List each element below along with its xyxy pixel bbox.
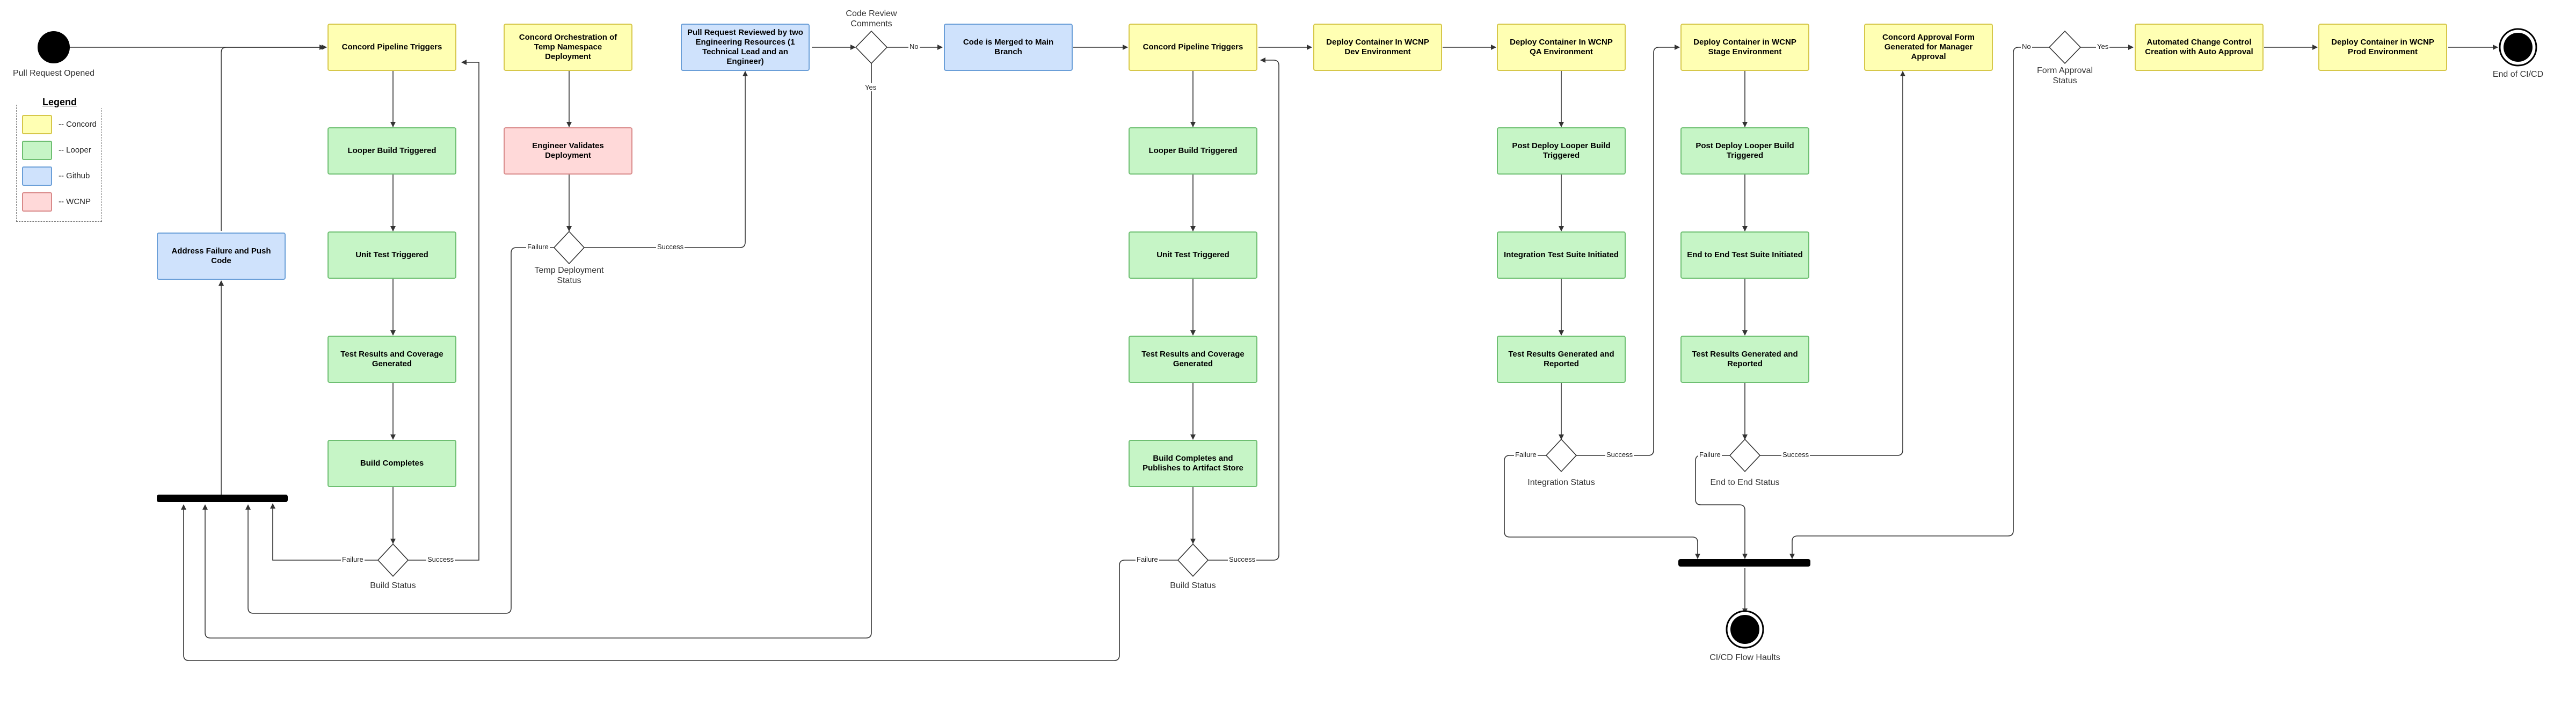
node-post-deploy-qa: Post Deploy Looper Build Triggered	[1497, 127, 1626, 175]
edge-review-yes-to-bar	[202, 63, 872, 639]
legend-item-wcnp: -- WCNP	[22, 192, 103, 212]
node-validate-deployment: Engineer Validates Deployment	[504, 127, 632, 175]
edge-decision5-failure-to-halt-bar	[1695, 455, 1748, 559]
legend-swatch-wcnp	[22, 192, 52, 212]
edge-decision3-success-to-concord2	[1208, 57, 1279, 561]
node-unit-test-2: Unit Test Triggered	[1129, 231, 1257, 279]
node-test-results-2: Test Results and Coverage Generated	[1129, 336, 1257, 383]
edge-label-success: Success	[1228, 555, 1257, 563]
legend-label: -- Github	[59, 171, 90, 180]
edge-label-yes: Yes	[864, 83, 878, 91]
end-label: End of CI/CD	[2492, 70, 2544, 79]
halt-label: CI/CD Flow Haults	[1709, 653, 1780, 662]
node-pr-review: Pull Request Reviewed by two Engineering…	[681, 24, 810, 71]
node-concord-triggers-2: Concord Pipeline Triggers	[1129, 24, 1257, 71]
node-test-results-1: Test Results and Coverage Generated	[328, 336, 456, 383]
decision-code-review	[855, 30, 888, 64]
legend-item-looper: -- Looper	[22, 141, 103, 160]
legend: Legend -- Concord -- Looper -- Github --…	[16, 97, 103, 222]
node-deploy-qa: Deploy Container In WCNP QA Environment	[1497, 24, 1626, 71]
edge-label-failure: Failure	[1136, 555, 1159, 563]
node-test-reported-qa: Test Results Generated and Reported	[1497, 336, 1626, 383]
legend-item-concord: -- Concord	[22, 115, 103, 134]
edge-label-failure: Failure	[1698, 451, 1722, 459]
edge-decision2-success-to-pr	[584, 71, 748, 248]
edge-decision4-success-to-stage	[1576, 45, 1680, 456]
decision-form-approval	[2048, 30, 2082, 64]
legend-swatch-looper	[22, 141, 52, 160]
decision-e2e-status	[1729, 438, 1761, 473]
start-node	[38, 31, 70, 63]
decision-build-status-1	[377, 543, 409, 577]
node-deploy-prod: Deploy Container in WCNP Prod Environmen…	[2318, 24, 2447, 71]
decision-label-temp-deploy: Temp Deployment Status	[534, 266, 604, 285]
edge-label-yes: Yes	[2096, 42, 2110, 50]
fork-bar-halt	[1678, 559, 1810, 567]
node-deploy-dev: Deploy Container In WCNP Dev Environment	[1313, 24, 1442, 71]
node-temp-namespace: Concord Orchestration of Temp Namespace …	[504, 24, 632, 71]
legend-item-github: -- Github	[22, 166, 103, 186]
node-address-failure: Address Failure and Push Code	[157, 233, 286, 280]
decision-temp-deploy-status	[553, 230, 585, 265]
node-merge-main: Code is Merged to Main Branch	[944, 24, 1073, 71]
node-unit-test-1: Unit Test Triggered	[328, 231, 456, 279]
decision-label-code-review: Code Review Comments	[846, 9, 897, 28]
node-auto-change-control: Automated Change Control Creation with A…	[2135, 24, 2264, 71]
halt-node-core	[1730, 615, 1759, 644]
edge-label-no: No	[908, 42, 920, 50]
decision-label-build-status-2: Build Status	[1170, 581, 1216, 590]
edge-label-failure: Failure	[526, 243, 550, 251]
edge-address-to-concord1	[221, 45, 325, 231]
edge-decision3-failure-to-bar	[181, 504, 1178, 661]
decision-label-form-approval: Form Approval Status	[2036, 66, 2093, 85]
decision-label-build-status-1: Build Status	[370, 581, 416, 590]
node-integration-suite: Integration Test Suite Initiated	[1497, 231, 1626, 279]
legend-label: -- Concord	[59, 120, 97, 129]
edge-label-no: No	[2021, 42, 2032, 50]
legend-swatch-github	[22, 166, 52, 186]
legend-label: -- Looper	[59, 146, 91, 155]
edge-label-failure: Failure	[341, 555, 365, 563]
legend-title: Legend	[17, 97, 103, 108]
edge-label-failure: Failure	[1514, 451, 1538, 459]
node-looper-build-1: Looper Build Triggered	[328, 127, 456, 175]
decision-label-integration: Integration Status	[1527, 478, 1595, 487]
edge-decision2-failure-to-bar	[245, 247, 554, 614]
edge-label-success: Success	[426, 555, 455, 563]
edge-decision4-failure-to-halt-bar	[1504, 455, 1700, 559]
edge-form-no-to-halt-bar	[1789, 47, 2050, 559]
edge-label-success: Success	[656, 243, 685, 251]
start-label: Pull Request Opened	[12, 69, 95, 78]
node-build-completes-1: Build Completes	[328, 440, 456, 487]
node-e2e-suite: End to End Test Suite Initiated	[1680, 231, 1809, 279]
edge-label-success: Success	[1605, 451, 1634, 459]
fork-bar-failure	[157, 495, 288, 502]
decision-label-e2e: End to End Status	[1710, 478, 1780, 487]
edge-label-success: Success	[1781, 451, 1810, 459]
node-approval-form: Concord Approval Form Generated for Mana…	[1864, 24, 1993, 71]
node-post-deploy-stage: Post Deploy Looper Build Triggered	[1680, 127, 1809, 175]
legend-label: -- WCNP	[59, 197, 91, 206]
node-test-reported-stage: Test Results Generated and Reported	[1680, 336, 1809, 383]
node-concord-triggers-1: Concord Pipeline Triggers	[328, 24, 456, 71]
decision-build-status-2	[1177, 543, 1209, 577]
end-node-core	[2504, 33, 2533, 62]
legend-swatch-concord	[22, 115, 52, 134]
edge-decision5-success-to-approval	[1760, 71, 1905, 456]
node-build-publish: Build Completes and Publishes to Artifac…	[1129, 440, 1257, 487]
node-deploy-stage: Deploy Container in WCNP Stage Environme…	[1680, 24, 1809, 71]
decision-integration-status	[1545, 438, 1577, 473]
node-looper-build-2: Looper Build Triggered	[1129, 127, 1257, 175]
